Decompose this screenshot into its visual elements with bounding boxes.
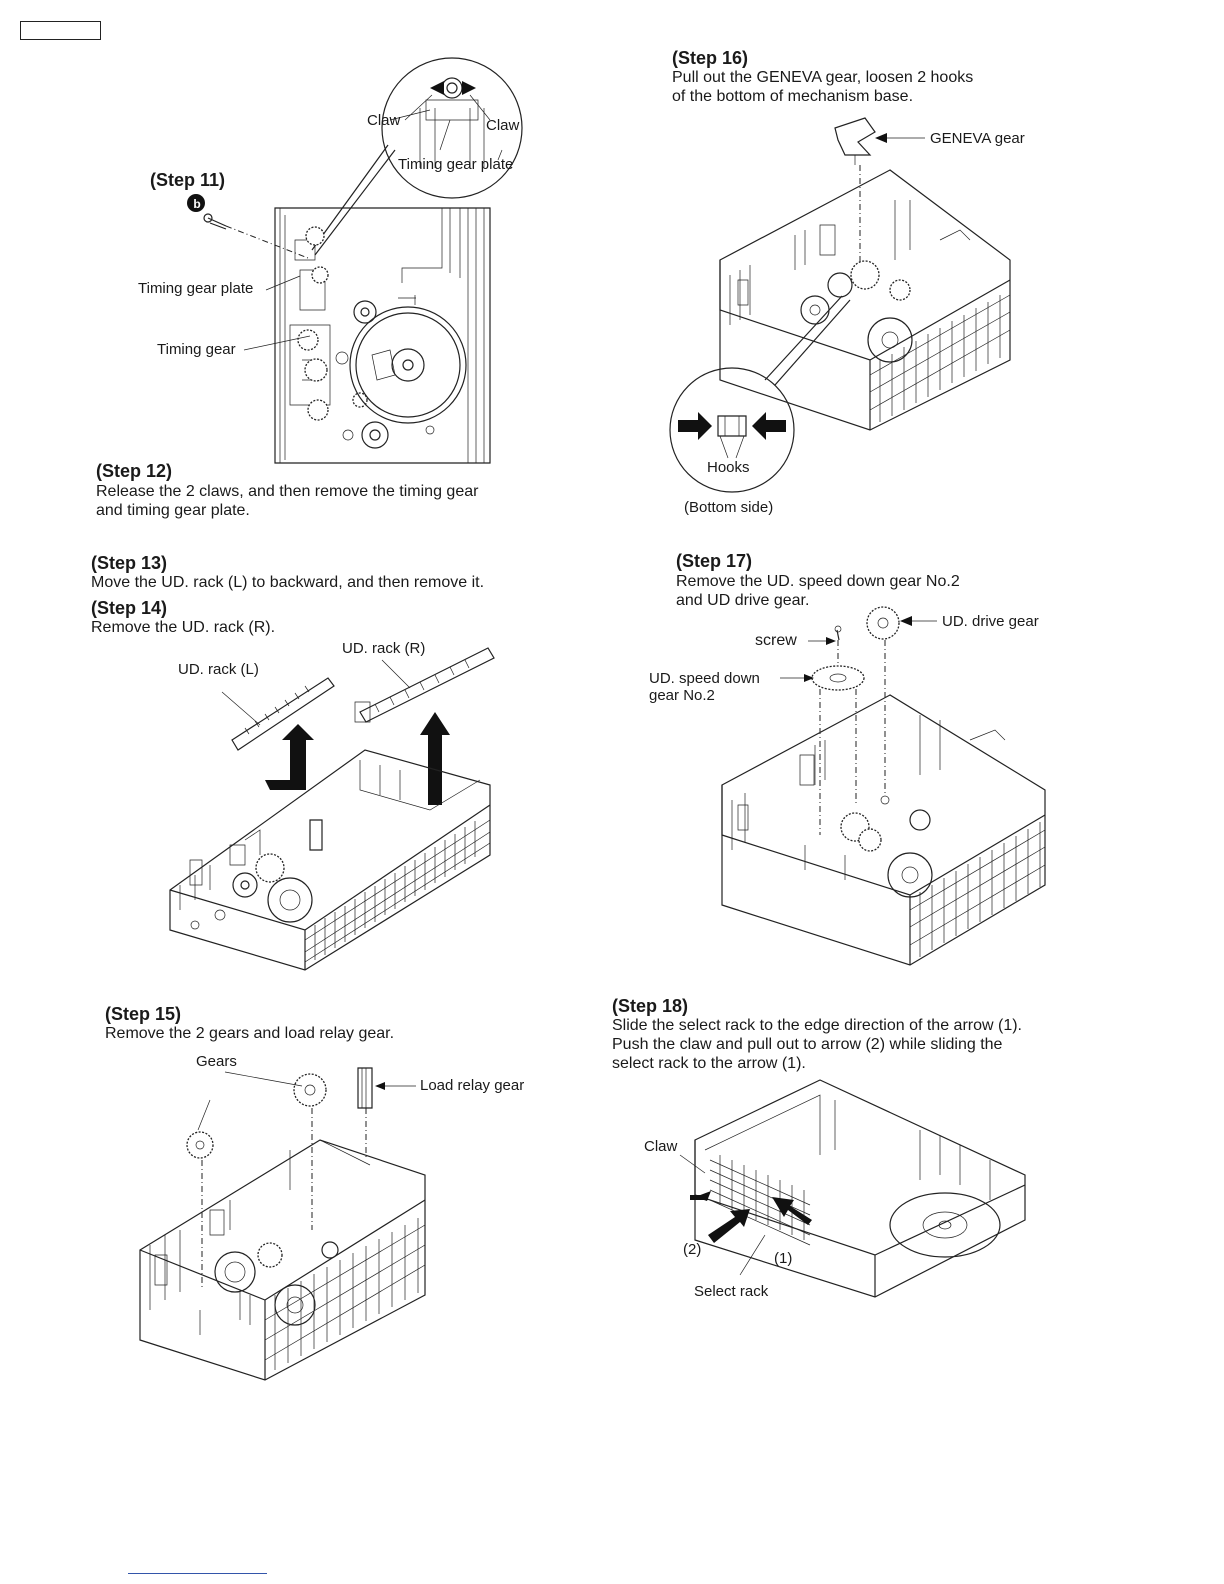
claw-right-label: Claw	[486, 117, 520, 134]
select-rack-figure	[660, 1075, 1040, 1300]
header-box	[20, 21, 101, 40]
ud-rack-l-label: UD. rack (L)	[178, 661, 259, 678]
step16-title: (Step 16)	[672, 48, 749, 68]
step14-text: Remove the UD. rack (R).	[91, 619, 276, 636]
gears-figure	[130, 1050, 450, 1390]
ud-rack-r-label: UD. rack (R)	[342, 640, 426, 657]
gears-label: Gears	[196, 1053, 237, 1070]
ud-speed-gear-figure	[700, 605, 1060, 970]
step15-text: Remove the 2 gears and load relay gear.	[105, 1025, 395, 1042]
step15-title: (Step 15)	[105, 1004, 182, 1024]
screw-b-marker: b	[193, 197, 201, 211]
hooks-detail-magnifier	[670, 368, 794, 492]
claw-detail-magnifier	[382, 58, 522, 198]
timing-gear-figure	[187, 40, 550, 470]
timing-gear-plate-detail-label: Timing gear plate	[398, 156, 514, 173]
step12-title: (Step 12)	[96, 461, 173, 481]
ud-rack-figure	[150, 640, 500, 980]
step11-title: (Step 11)	[150, 170, 226, 190]
geneva-gear-figure	[660, 110, 1030, 510]
step13-title: (Step 13)	[91, 553, 168, 573]
timing-gear-plate-label: Timing gear plate	[138, 280, 254, 297]
arrow-2-label: (2)	[683, 1241, 702, 1258]
step12-text: Release the 2 claws, and then remove the…	[96, 483, 479, 519]
bottom-side-label: (Bottom side)	[684, 499, 774, 516]
footer-link[interactable]	[128, 1559, 267, 1574]
step18-text: Slide the select rack to the edge direct…	[612, 1017, 1022, 1072]
ud-drive-gear-label: UD. drive gear	[942, 613, 1039, 630]
step17-text: Remove the UD. speed down gear No.2 and …	[676, 573, 960, 609]
step18-title: (Step 18)	[612, 996, 689, 1016]
timing-gear-label: Timing gear	[157, 341, 236, 358]
step13-text: Move the UD. rack (L) to backward, and t…	[91, 574, 485, 591]
claw-left-label: Claw	[367, 112, 401, 129]
step16-text: Pull out the GENEVA gear, loosen 2 hooks…	[672, 69, 974, 105]
screw-label: screw	[755, 632, 797, 649]
claw-label: Claw	[644, 1138, 678, 1155]
ud-speed-down-gear-label: UD. speed down gear No.2	[649, 670, 760, 704]
step17-title: (Step 17)	[676, 551, 753, 571]
geneva-gear-label: GENEVA gear	[930, 130, 1025, 147]
hooks-label: Hooks	[707, 459, 750, 476]
step14-title: (Step 14)	[91, 598, 168, 618]
arrow-1-label: (1)	[774, 1250, 793, 1267]
load-relay-gear-label: Load relay gear	[420, 1077, 525, 1094]
select-rack-label: Select rack	[694, 1283, 769, 1300]
